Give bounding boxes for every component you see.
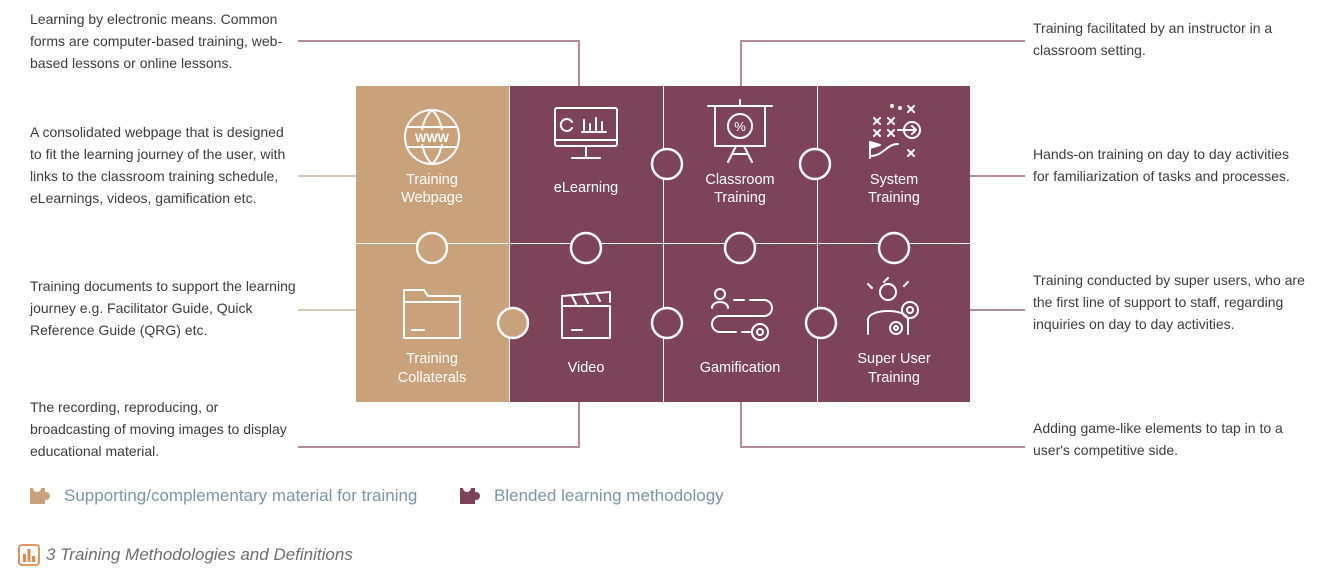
puzzle-diagram: WWW % — [298, 40, 1025, 448]
piece-classroom-training — [664, 86, 817, 243]
elearning-description: Learning by electronic means. Common for… — [30, 11, 283, 71]
legend-supporting-label: Supporting/complementary material for tr… — [64, 486, 418, 505]
training-webpage-label-line2: Webpage — [401, 190, 463, 206]
figure-caption-text: 3 Training Methodologies and Definitions — [46, 545, 353, 564]
super-user-training-label-line2: Training — [868, 370, 920, 386]
svg-text:WWW: WWW — [415, 131, 450, 145]
piece-elearning — [510, 86, 663, 243]
knob-webpage-down — [415, 231, 449, 265]
connector-video — [298, 401, 580, 448]
elearning-label: eLearning — [554, 180, 619, 196]
globe-www-icon: WWW — [404, 109, 460, 165]
system-training-label-line1: System — [870, 172, 918, 188]
piece-system-training — [818, 86, 970, 243]
classroom-training-label-line1: Classroom — [705, 172, 774, 188]
classroom-training-description: Training facilitated by an instructor in… — [1033, 20, 1273, 58]
legend-blended-label: Blended learning methodology — [494, 486, 724, 505]
chart-icon — [18, 544, 40, 566]
strategy-plan-icon — [869, 104, 921, 159]
training-collaterals-label-line2: Collaterals — [398, 370, 467, 386]
knob-classroom-down — [723, 231, 757, 265]
piece-training-collaterals — [356, 244, 509, 402]
super-user-training-description: Training conducted by super users, who a… — [1033, 272, 1305, 332]
gamification-label: Gamification — [700, 360, 781, 376]
system-training-description: Hands-on training on day to day activiti… — [1033, 146, 1290, 184]
legend-blended: Blended learning methodology — [460, 484, 724, 508]
knob-collaterals-right — [496, 306, 530, 340]
folder-icon — [403, 289, 461, 339]
game-path-icon — [711, 288, 773, 341]
monitor-chart-icon — [554, 107, 618, 159]
presentation-board-icon: % — [707, 99, 773, 163]
training-webpage-label-line1: Training — [406, 172, 458, 188]
knob-elearning-down — [569, 231, 603, 265]
knob-gamification-right — [804, 306, 838, 340]
connector-gamification — [740, 401, 1025, 448]
knob-elearning-right — [650, 147, 684, 181]
training-webpage-description: A consolidated webpage that is designed … — [30, 124, 286, 206]
connector-elearning — [298, 40, 580, 87]
puzzle-piece-tan-icon — [30, 487, 50, 504]
piece-video — [510, 244, 663, 402]
classroom-training-label-line2: Training — [714, 190, 766, 206]
figure-caption: 3 Training Methodologies and Definitions — [18, 544, 353, 566]
knob-system-down — [877, 231, 911, 265]
knob-system-left — [798, 147, 832, 181]
system-training-label-line2: Training — [868, 190, 920, 206]
training-collaterals-label-line1: Training — [406, 351, 458, 367]
training-collaterals-description: Training documents to support the learni… — [30, 278, 296, 338]
user-gears-icon — [867, 277, 919, 335]
clapperboard-icon — [561, 291, 611, 339]
knob-video-right — [650, 306, 684, 340]
video-label: Video — [568, 360, 605, 376]
connector-classroom-training — [740, 40, 1025, 87]
svg-text:%: % — [734, 119, 746, 134]
gamification-description: Adding game-like elements to tap in to a… — [1033, 420, 1283, 458]
piece-gamification — [664, 244, 817, 402]
super-user-training-label-line1: Super User — [857, 351, 931, 367]
video-description: The recording, reproducing, or broadcast… — [30, 399, 287, 459]
puzzle-piece-maroon-icon — [460, 487, 480, 504]
legend-supporting: Supporting/complementary material for tr… — [30, 484, 417, 508]
